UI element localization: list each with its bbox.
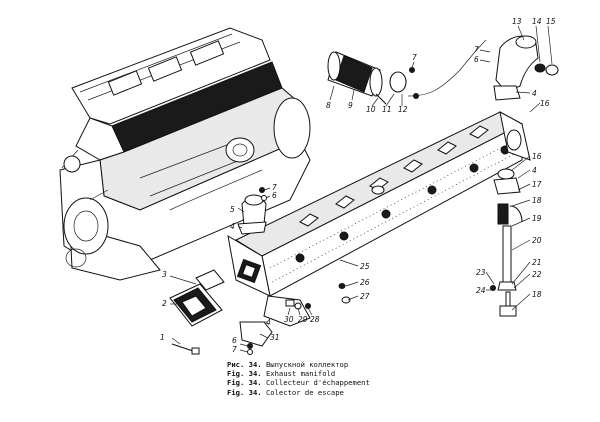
side-assembly bbox=[493, 168, 523, 317]
label-3: 3 bbox=[162, 270, 167, 279]
exhaust-manifold-body bbox=[227, 111, 531, 327]
label-13: 13 bbox=[512, 17, 522, 26]
nut-14 bbox=[534, 63, 546, 73]
label-22: 22 bbox=[532, 270, 542, 279]
caption-ru: Рис. 34. Выпускной коллектор bbox=[227, 360, 349, 369]
label-23: 23 bbox=[476, 268, 486, 277]
label-28: 28 bbox=[310, 315, 320, 324]
label-4b: 4 bbox=[266, 318, 271, 327]
label-10: 10 bbox=[366, 105, 376, 114]
label-7c: 7 bbox=[232, 345, 237, 354]
label-2: 2 bbox=[162, 299, 167, 308]
label-18a: 18 bbox=[532, 196, 542, 205]
label-25: 25 bbox=[360, 262, 370, 271]
label-18b: 18 bbox=[532, 290, 542, 299]
caption-es: Fig. 34. Colector de escape bbox=[227, 387, 344, 397]
screw-10 bbox=[375, 93, 387, 105]
cap-15 bbox=[545, 64, 559, 76]
label-4d: 4 bbox=[532, 166, 537, 175]
label-16a: 16 bbox=[540, 99, 550, 108]
label-30: 30 bbox=[284, 315, 294, 324]
label-31: 31 bbox=[270, 333, 280, 342]
label-20: 20 bbox=[532, 236, 542, 245]
label-26: 26 bbox=[360, 278, 370, 287]
label-17: 17 bbox=[532, 180, 542, 189]
caption-en: Fig. 34. Exhaust manifold bbox=[227, 369, 336, 379]
label-5: 5 bbox=[230, 205, 235, 214]
label-6b: 6 bbox=[474, 55, 479, 64]
caption-fr: Fig. 34. Collecteur d'échappement bbox=[227, 378, 370, 388]
label-7b: 7 bbox=[474, 45, 479, 54]
label-29: 29 bbox=[298, 315, 308, 324]
engine-block bbox=[59, 27, 311, 281]
label-8: 8 bbox=[326, 101, 331, 110]
label-24: 24 bbox=[476, 286, 486, 295]
part-labels: 1 2 3 4 4 4 4 5 6 6 6 7 7 7 7 8 9 10 11 … bbox=[160, 17, 556, 354]
label-15: 15 bbox=[546, 17, 556, 26]
pipe-sleeve bbox=[327, 51, 383, 97]
leader-lines bbox=[169, 25, 553, 353]
label-12: 12 bbox=[398, 105, 408, 114]
label-16b: 16 bbox=[532, 152, 542, 161]
label-21: 21 bbox=[532, 258, 542, 267]
label-11: 11 bbox=[382, 105, 392, 114]
label-6a: 6 bbox=[272, 191, 277, 200]
elbow-5 bbox=[237, 194, 267, 235]
label-14: 14 bbox=[532, 17, 542, 26]
gasket-plate bbox=[169, 269, 225, 327]
label-9: 9 bbox=[348, 101, 353, 110]
figure-caption: Рис. 34. Выпускной коллектор Fig. 34. Ex… bbox=[227, 360, 370, 397]
label-1: 1 bbox=[160, 333, 165, 342]
label-27: 27 bbox=[360, 292, 370, 301]
clamp-11 bbox=[389, 71, 407, 93]
label-6c: 6 bbox=[232, 336, 237, 345]
label-7a: 7 bbox=[272, 183, 277, 192]
elbow-13 bbox=[493, 35, 539, 101]
label-4c: 4 bbox=[532, 89, 537, 98]
label-19: 19 bbox=[532, 214, 542, 223]
label-4a: 4 bbox=[230, 222, 235, 231]
label-7d: 7 bbox=[412, 53, 417, 62]
